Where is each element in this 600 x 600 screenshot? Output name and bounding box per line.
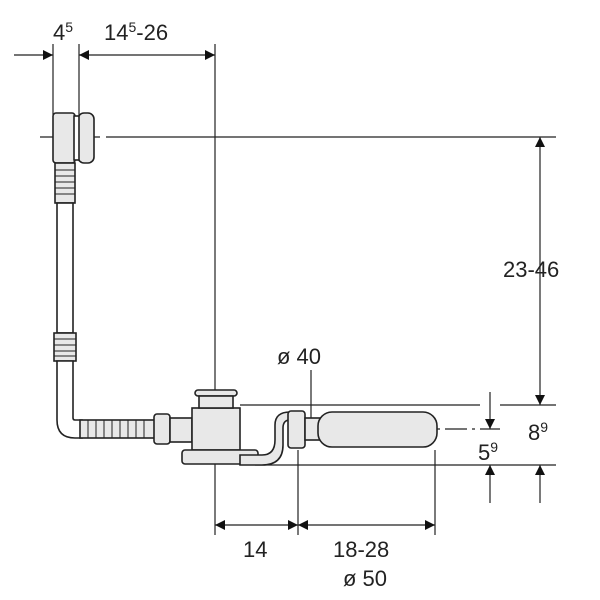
drain-body — [169, 389, 306, 466]
dimension-labels: 45 145-26 23-46 59 89 ø 40 14 18-28 ø 50 — [53, 19, 559, 591]
label-total-height: 89 — [528, 419, 548, 445]
label-pipe-diameter-outer: ø 50 — [343, 566, 387, 591]
label-overflow-offset: 145-26 — [104, 19, 168, 45]
dimension-lines — [14, 50, 545, 530]
outlet-pipe — [304, 411, 438, 448]
label-outlet-offset: 14 — [243, 537, 267, 562]
overflow-head — [52, 112, 95, 164]
label-outlet-center-height: 59 — [478, 439, 498, 465]
label-pipe-diameter-inner: ø 40 — [277, 344, 321, 369]
overflow-pipe — [53, 162, 171, 445]
label-overflow-height: 23-46 — [503, 257, 559, 282]
label-pipe-length: 18-28 — [333, 537, 389, 562]
label-overflow-depth: 45 — [53, 19, 73, 45]
